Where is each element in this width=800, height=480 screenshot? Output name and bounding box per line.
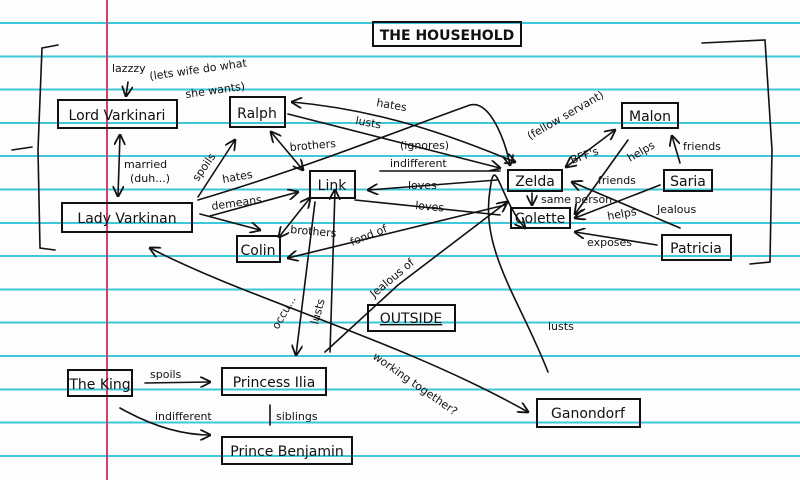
label-helps: helps: [606, 205, 638, 223]
label-jealous: Jealous: [656, 203, 697, 216]
node-label: Lord Varkinari: [69, 108, 166, 124]
node-label: Zelda: [515, 174, 555, 190]
label-jealous-of: Jealous of: [367, 255, 418, 301]
margin-line: [106, 0, 108, 480]
edge-married: [118, 135, 120, 196]
node-label: Ganondorf: [551, 406, 626, 422]
edge-hates-ralph-zelda: [292, 102, 515, 162]
node-label: The King: [68, 377, 130, 393]
label-spoils-king: spoils: [150, 368, 182, 381]
node-colin: Colin: [236, 235, 281, 263]
node-label: Saria: [670, 174, 706, 190]
label-fond-of: fond of: [348, 222, 390, 249]
node-label: OUTSIDE: [380, 311, 442, 327]
label-loves-2: loves: [415, 199, 445, 214]
label-lazzzy-note: (lets wife do what: [149, 56, 249, 83]
edge-demeans-colin: [199, 213, 260, 230]
label-married: married: [124, 158, 167, 171]
node-ganondorf: Ganondorf: [536, 398, 641, 428]
label-brothers-ralph-link: brothers: [289, 137, 337, 154]
node-outside: OUTSIDE: [367, 304, 456, 332]
node-prince-benjamin: Prince Benjamin: [221, 436, 353, 465]
edge-brothers-link-colin: [279, 198, 310, 237]
node-link: Link: [309, 170, 356, 199]
edge-lusts-link-ilia: [330, 190, 335, 353]
left-bracket: [37, 44, 59, 251]
edge-lusts-ralph-zelda: [287, 113, 500, 168]
node-the-king: The King: [67, 369, 133, 397]
right-bracket: [701, 39, 773, 265]
left-bracket-tick: [11, 146, 33, 151]
label-indifferent-king: indifferent: [155, 410, 212, 423]
label-helps-friends-2: friends: [598, 174, 636, 187]
node-label: Colette: [515, 211, 565, 227]
node-princess-ilia: Princess Ilia: [221, 367, 327, 396]
node-label: Colin: [241, 243, 276, 259]
label-siblings: siblings: [276, 410, 318, 423]
label-lusts-ganondorf: lusts: [548, 320, 574, 333]
node-malon: Malon: [621, 102, 679, 129]
node-label: Prince Benjamin: [230, 444, 343, 460]
label-lazzzy: lazzzy: [112, 62, 146, 75]
label-occu: occu...: [269, 294, 298, 332]
edge-jealous-patricia-zelda: [572, 182, 681, 229]
node-patricia: Patricia: [661, 234, 732, 261]
edge-working-together: [150, 248, 528, 412]
node-label: Lady Varkinan: [77, 211, 176, 227]
title-box: THE HOUSEHOLD: [372, 21, 522, 47]
label-same-person: same person: [541, 193, 612, 206]
edge-spoils-king-ilia: [144, 382, 210, 383]
label-exposes: exposes: [587, 236, 632, 249]
node-ralph: Ralph: [229, 96, 286, 128]
label-helps-friends: helps: [625, 138, 657, 164]
label-indifferent: indifferent: [390, 157, 447, 170]
node-label: Ralph: [237, 106, 277, 122]
edge-spoils-lady-ralph: [197, 140, 235, 198]
edge-lusts-ganondorf: [487, 174, 549, 373]
node-zelda: Zelda: [507, 169, 563, 192]
node-label: Patricia: [670, 241, 722, 257]
label-friends: friends: [683, 140, 721, 153]
node-label: Malon: [629, 109, 671, 125]
node-label: Link: [318, 178, 348, 194]
label-demeans: demeans: [211, 193, 263, 213]
node-lord-varkinari: Lord Varkinari: [57, 99, 178, 129]
node-lady-varkinan: Lady Varkinan: [61, 202, 193, 233]
edge-indifferent-king-benjamin: [119, 407, 210, 435]
label-married-duh: (duh...): [130, 172, 170, 185]
node-colette: Colette: [510, 207, 571, 229]
edge-friends: [672, 136, 681, 164]
label-spoils-lady: spoils: [190, 150, 219, 183]
label-fellow-servant: (fellow servant): [525, 88, 606, 142]
label-hates-ralph: hates: [375, 96, 408, 114]
edge-helps-friends: [575, 139, 629, 214]
label-lusts-ralph: lusts: [354, 114, 382, 131]
node-label: Princess Ilia: [233, 375, 316, 391]
node-saria: Saria: [663, 169, 713, 192]
edge-loves-zelda-link: [368, 179, 498, 190]
edge-bffs: [566, 130, 615, 167]
label-brothers-link-colin: brothers: [290, 223, 338, 240]
label-ignores: (ignores): [400, 139, 449, 152]
label-working-together: working together?: [370, 350, 460, 418]
label-loves-1: loves: [408, 179, 437, 192]
edge-jealous-of: [324, 202, 507, 353]
label-hates-lady: hates: [221, 168, 254, 186]
label-bffs: BFF's: [569, 145, 601, 167]
edge-exposes: [575, 232, 658, 246]
edge-lazzzy: [126, 81, 128, 96]
page-title: THE HOUSEHOLD: [380, 28, 515, 44]
